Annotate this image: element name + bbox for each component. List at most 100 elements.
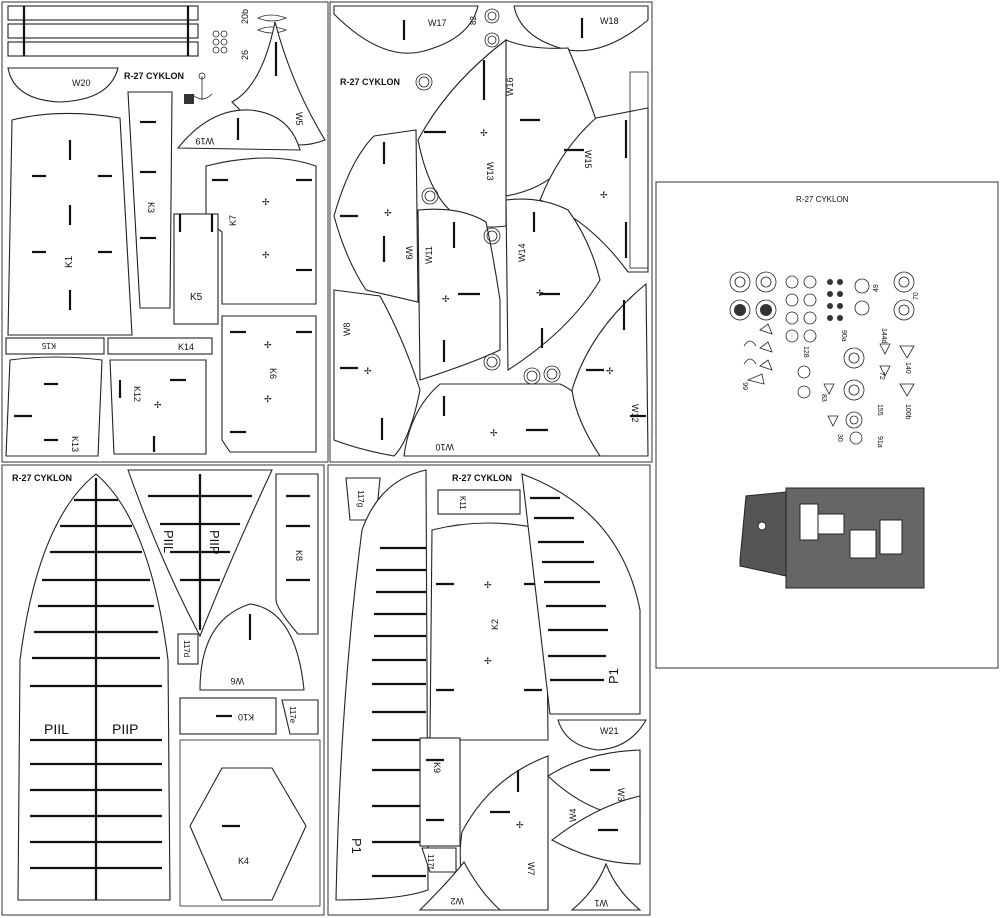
part-P1-right bbox=[521, 473, 641, 715]
svg-text:✢: ✢ bbox=[262, 250, 270, 260]
part-K7 bbox=[205, 157, 317, 305]
plank-deck bbox=[739, 487, 925, 589]
part-K4-frame bbox=[179, 739, 321, 907]
label-70: 70 bbox=[913, 292, 920, 300]
label-155: 155 bbox=[876, 404, 883, 416]
sheet-5-frame bbox=[655, 181, 999, 669]
svg-text:✢: ✢ bbox=[484, 580, 492, 590]
sheet-1-title: R-27 CYKLON bbox=[124, 71, 184, 81]
label-W13: W13 bbox=[485, 162, 495, 181]
part-W10 bbox=[403, 383, 601, 457]
part-K9 bbox=[419, 737, 461, 847]
label-W5: W5 bbox=[294, 112, 304, 126]
label-117f: 117f bbox=[426, 854, 435, 870]
label-W4: W4 bbox=[568, 809, 578, 823]
label-W20: W20 bbox=[72, 78, 91, 88]
svg-text:✢: ✢ bbox=[364, 366, 372, 376]
part-W14 bbox=[505, 198, 601, 372]
hull-ribs bbox=[30, 498, 162, 870]
label-K15: K15 bbox=[41, 341, 56, 350]
label-W19: W19 bbox=[195, 136, 214, 146]
label-K7: K7 bbox=[228, 215, 238, 226]
part-20b bbox=[257, 14, 288, 22]
part-K14 bbox=[107, 337, 213, 355]
label-K11: K11 bbox=[458, 496, 467, 510]
part-W7 bbox=[459, 755, 549, 911]
part-K12 bbox=[109, 359, 207, 455]
label-W1: W1 bbox=[595, 898, 609, 908]
label-W16: W16 bbox=[505, 77, 515, 96]
label-K5: K5 bbox=[190, 292, 203, 303]
part-K13 bbox=[5, 356, 103, 457]
svg-text:✢: ✢ bbox=[480, 128, 488, 138]
svg-text:✢: ✢ bbox=[262, 197, 270, 207]
svg-text:✢: ✢ bbox=[264, 394, 272, 404]
label-82: 82 bbox=[469, 16, 478, 25]
label-26: 26 bbox=[240, 50, 250, 60]
label-K12: K12 bbox=[132, 386, 142, 402]
part-K5 bbox=[173, 213, 219, 325]
label-128: 128 bbox=[802, 346, 809, 358]
label-117d: 117d bbox=[182, 640, 191, 657]
label-PIIP: PIIP bbox=[112, 721, 138, 737]
label-140: 140 bbox=[904, 362, 911, 374]
label-W12: W12 bbox=[630, 404, 640, 423]
part-W9 bbox=[333, 129, 419, 303]
sheet-2-title: R-27 CYKLON bbox=[340, 77, 400, 87]
part-W8 bbox=[333, 289, 421, 457]
label-K13: K13 bbox=[70, 436, 80, 452]
svg-text:✢: ✢ bbox=[536, 288, 544, 298]
label-W8: W8 bbox=[342, 323, 352, 337]
part-K2 bbox=[429, 522, 549, 741]
part-W4 bbox=[550, 795, 641, 865]
part-K4 bbox=[189, 767, 307, 901]
label-49: 49 bbox=[873, 284, 880, 292]
part-W2 bbox=[418, 860, 502, 911]
sheet-5-title: R-27 CYKLON bbox=[796, 195, 849, 204]
label-144d: 144d bbox=[880, 328, 887, 344]
label-K6: K6 bbox=[268, 368, 278, 379]
label-20b: 20b bbox=[240, 9, 250, 24]
sheet-4-title: R-27 CYKLON bbox=[452, 473, 512, 483]
part-K3 bbox=[127, 91, 173, 309]
part-W16 bbox=[505, 39, 601, 197]
label-30: 30 bbox=[836, 434, 843, 442]
part-117d bbox=[177, 633, 199, 665]
part-K11 bbox=[437, 489, 521, 515]
svg-text:✢: ✢ bbox=[384, 208, 392, 218]
label-K4: K4 bbox=[238, 856, 249, 866]
sheet-5: R-27 CYKLON 49 70 90a 144d bbox=[655, 181, 999, 669]
sheet-2: W17 82 W18 R-27 CYKLON W16 ✢ W13 ✢ W15 bbox=[329, 1, 653, 463]
label-W7: W7 bbox=[526, 862, 536, 876]
part-K15 bbox=[5, 337, 105, 355]
part-20b-b bbox=[257, 26, 288, 34]
stringer-strips bbox=[7, 5, 199, 57]
small-brackets bbox=[743, 323, 915, 427]
label-117g: 117g bbox=[356, 490, 365, 507]
label-W2: W2 bbox=[451, 896, 465, 906]
p1-left-ribs bbox=[372, 546, 426, 878]
part-W1 bbox=[570, 862, 642, 911]
label-W18: W18 bbox=[600, 16, 619, 26]
svg-text:✢: ✢ bbox=[154, 400, 162, 410]
label-PIIL-top: PIIL bbox=[161, 530, 176, 553]
label-72: 72 bbox=[878, 372, 885, 380]
part-K8 bbox=[275, 473, 319, 635]
label-117e: 117e bbox=[288, 706, 297, 724]
label-W6: W6 bbox=[231, 676, 245, 686]
sheet-3: R-27 CYKLON PIIL PIIP PIIL bbox=[1, 464, 325, 916]
svg-text:✢: ✢ bbox=[516, 820, 524, 830]
svg-text:✢: ✢ bbox=[484, 656, 492, 666]
sheet-3-title: R-27 CYKLON bbox=[12, 473, 72, 483]
part-K6 bbox=[221, 315, 317, 453]
label-PIIP-top: PIIP bbox=[207, 530, 222, 555]
label-K10: K10 bbox=[238, 712, 254, 722]
part-W21 bbox=[557, 719, 647, 751]
label-K1: K1 bbox=[64, 255, 75, 268]
small-rings bbox=[212, 30, 228, 54]
label-K3: K3 bbox=[146, 202, 156, 213]
svg-text:✢: ✢ bbox=[606, 366, 614, 376]
label-91a: 91a bbox=[876, 436, 883, 448]
svg-text:✢: ✢ bbox=[264, 340, 272, 350]
